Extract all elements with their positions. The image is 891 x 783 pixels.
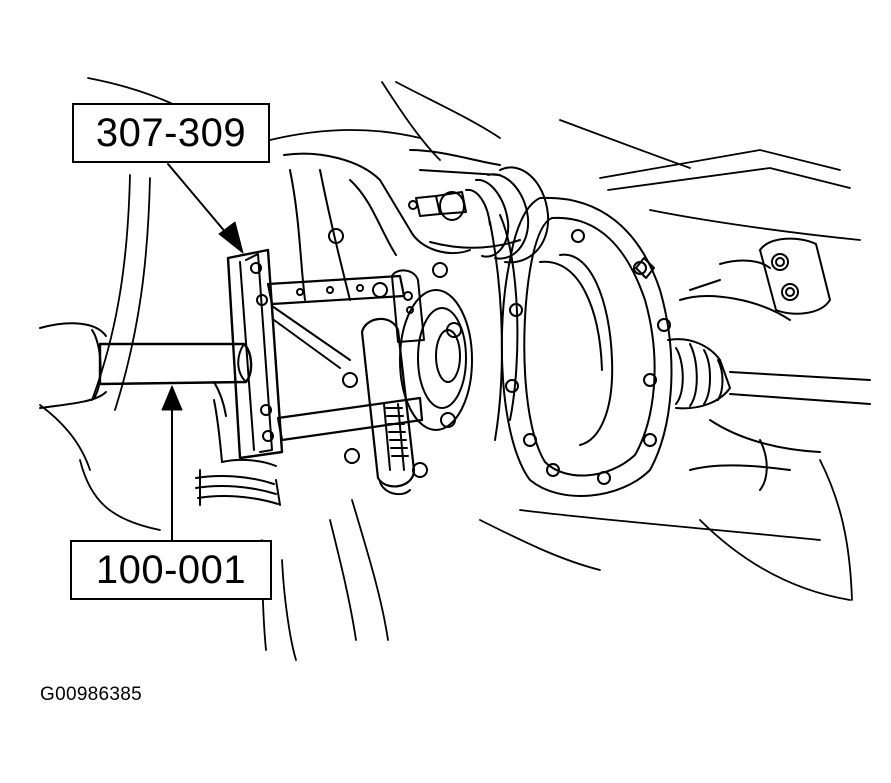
upper-bolt <box>408 191 467 221</box>
right-axle-boot <box>667 295 871 491</box>
callout-leaders <box>167 163 233 541</box>
axle-flange <box>342 262 473 478</box>
callout-slide-hammer-number: 100-001 <box>70 540 272 600</box>
arrowheads <box>161 221 244 411</box>
arrowhead-bottom-icon <box>161 385 183 411</box>
puller-tool <box>226 248 425 496</box>
differential-housing <box>489 196 673 497</box>
coil-spring <box>195 399 281 506</box>
upper-bracket <box>283 149 521 301</box>
callout-puller-tool-number: 307-309 <box>72 103 270 163</box>
slide-hammer <box>39 322 253 417</box>
figure-reference-id: G00986385 <box>40 684 143 705</box>
arrowhead-top-icon <box>218 221 244 254</box>
right-mount-bracket <box>689 237 831 315</box>
